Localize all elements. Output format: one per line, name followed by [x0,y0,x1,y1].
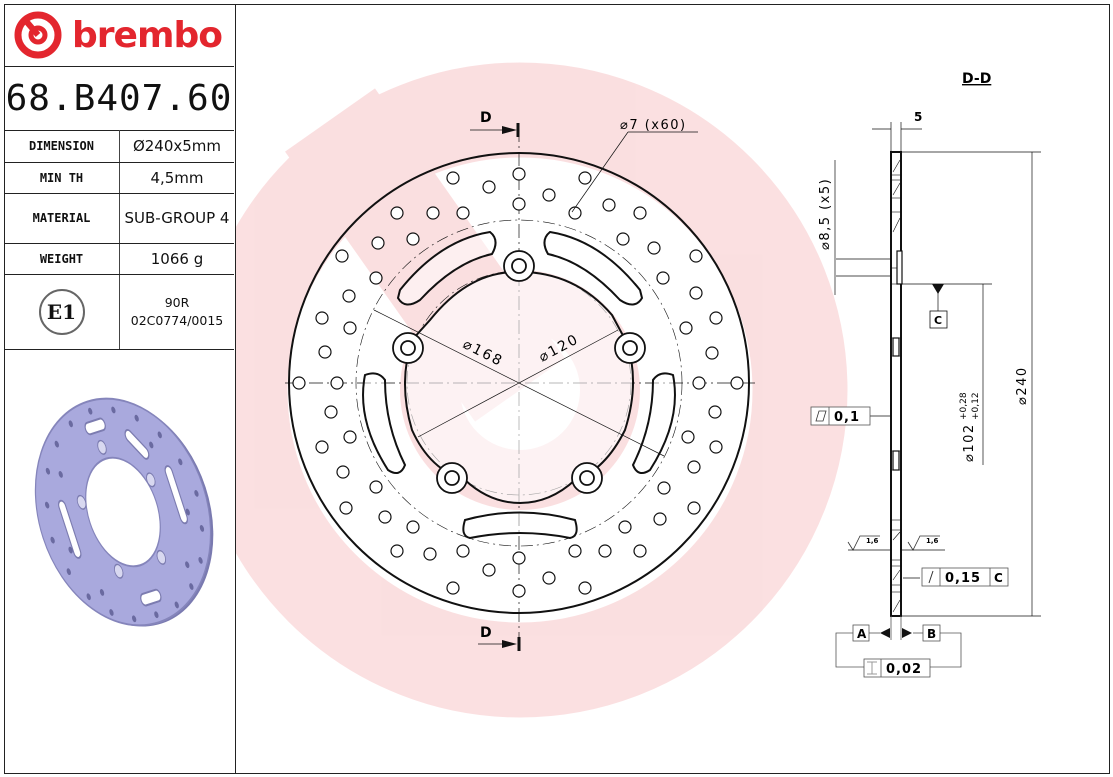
spec-label: MIN TH [4,162,120,194]
datum-b: B [927,627,936,641]
spec-label: WEIGHT [4,243,120,275]
brand-name: brembo [72,14,223,56]
spec-label: DIMENSION [4,130,120,163]
spec-value: 1066 g [119,243,234,275]
roughness-left: 1,6 [866,537,879,545]
roughness-symbols [847,535,940,551]
outer-diameter-dim: ⌀240 [1015,366,1030,405]
approval-numbers: 90R 02C0774/0015 [119,274,234,350]
thickness-dim: 5 [914,110,922,124]
brembo-disc-icon [14,11,62,59]
mount-hole-dim: ⌀8,5 (x5) [818,178,833,250]
drilled-holes [292,167,744,598]
datum-a: A [857,627,867,641]
section-label-bottom: D [480,625,492,641]
e1-approval-mark: E1 [38,288,85,335]
runout-datum: C [994,571,1003,585]
section-label-top: D [480,110,492,126]
section-marker-bottom [478,637,521,651]
section-dimensions [834,122,1041,617]
section-marker-top [470,123,520,137]
flatness-tolerance-frame [810,406,871,426]
section-title: D-D [962,71,991,87]
runout-icon [928,570,934,584]
holes-callout: ⌀7 (x60) [620,118,687,133]
flatness-icon [815,410,827,422]
disc-front-view [285,128,755,645]
approval-row: E1 90R 02C0774/0015 [4,274,234,350]
flatness-value: 0,1 [834,410,860,425]
roughness-right: 1,6 [926,537,939,545]
bore-tol-upper: +0,28 [959,392,969,420]
approval-mark-cell: E1 [4,274,120,350]
runout-value: 0,15 [945,571,981,586]
parallelism-icon [867,661,877,675]
drawing-frame [4,4,1110,774]
bore-tol-lower: +0,12 [971,392,981,420]
spec-value: Ø240x5mm [119,130,234,163]
runout-tolerance-frame [921,567,1009,587]
part-number: 68.B407.60 [4,66,234,131]
disc-section-profile [890,151,903,617]
spec-value: 4,5mm [119,162,234,194]
spec-value: SUB-GROUP 4 [119,193,234,244]
isometric-disc-render [34,397,214,627]
approval-line2: 02C0774/0015 [130,312,224,328]
center-bore-dim: ⌀102 [962,423,977,462]
spec-label: MATERIAL [4,193,120,244]
datum-ab-frames [835,616,962,678]
datum-c: C [934,314,942,327]
approval-line1: 90R [164,294,190,310]
parallelism-value: 0,02 [886,662,922,677]
technical-drawing: ⌀7 (x60) ⌀168 ⌀120 D D D-D [236,62,1041,718]
brembo-logo: brembo [4,4,234,67]
